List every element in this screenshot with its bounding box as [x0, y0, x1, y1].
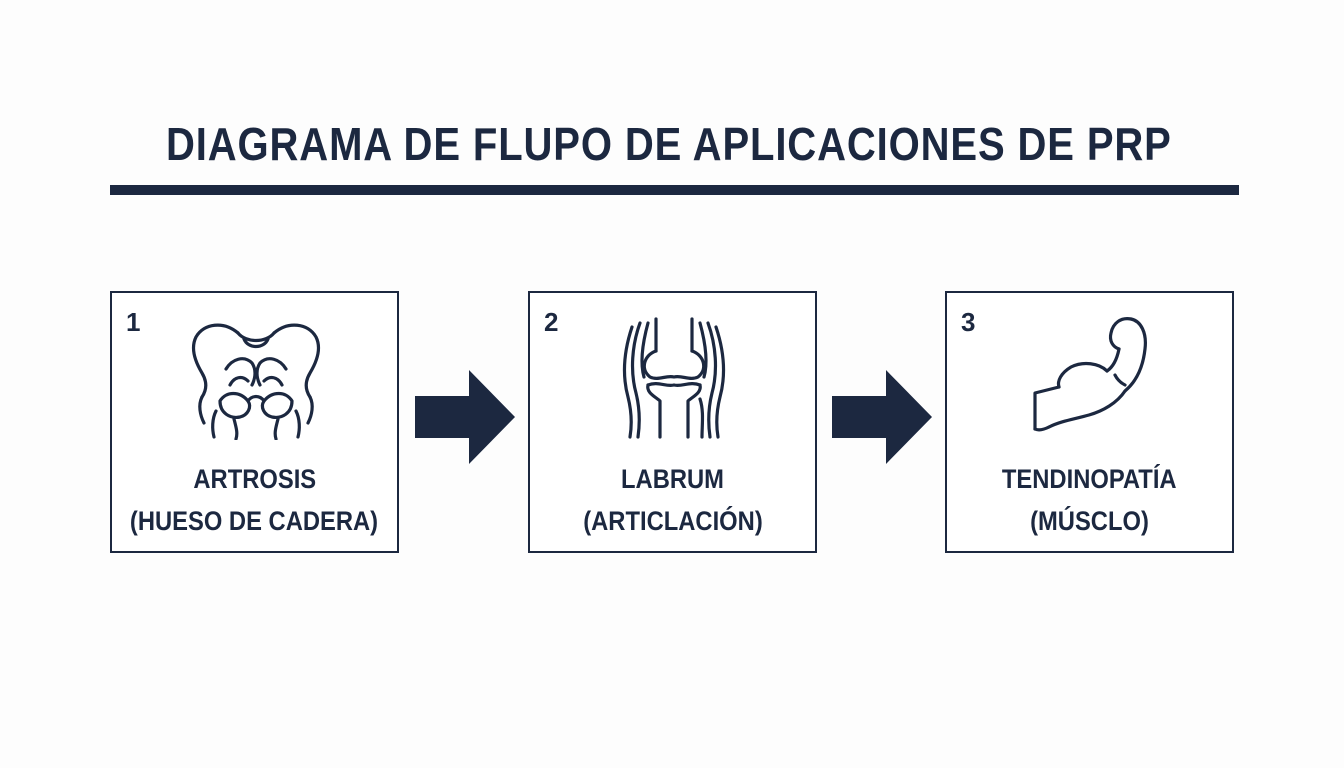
step-label-primary: TENDINOPATÍA [1002, 464, 1177, 494]
pelvis-icon [186, 315, 326, 440]
step-card-tendinopatia: 3 TENDINOPATÍA (MÚSCLO) [945, 291, 1234, 553]
arrow-right-icon [832, 370, 932, 464]
step-card-artrosis: 1 ARTROSIS (HUESO D [110, 291, 399, 553]
step-number: 3 [961, 307, 976, 337]
step-label-secondary: (HUESO DE CADERA) [130, 506, 379, 536]
arrow-right-icon [415, 370, 515, 464]
knee-joint-icon [604, 315, 744, 440]
diagram-title: DIAGRAMA DE FLUPO DE APLICACIONES DE PRP [166, 118, 1172, 170]
step-card-labrum: 2 LABRUM (ARTICLACIÓN) [528, 291, 817, 553]
step-label-secondary: (ARTICLACIÓN) [582, 506, 763, 536]
step-label-secondary: (MÚSCLO) [1030, 506, 1149, 536]
step-number: 2 [544, 307, 559, 337]
step-number: 1 [126, 307, 141, 337]
step-label-primary: LABRUM [621, 464, 724, 494]
step-label-primary: ARTROSIS [193, 464, 316, 494]
title-divider [110, 185, 1239, 195]
flexed-arm-muscle-icon [1021, 315, 1161, 440]
